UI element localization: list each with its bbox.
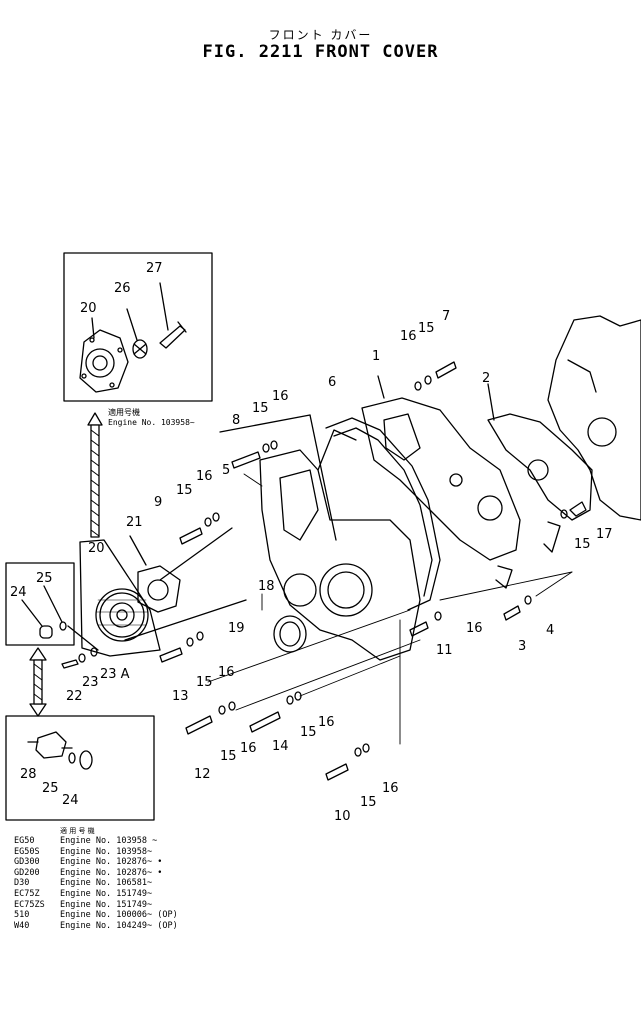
serial-number: Engine No. 102876~ • bbox=[60, 867, 163, 878]
callout-22: 22 bbox=[66, 689, 83, 704]
figure-title: FIG. 2211 FRONT COVER bbox=[202, 42, 439, 62]
callout-6: 6 bbox=[328, 375, 337, 390]
serial-row: EG50 Engine No. 103958 ~ bbox=[14, 836, 178, 847]
callout-18: 18 bbox=[258, 579, 275, 594]
callout-20-a: 20 bbox=[80, 301, 97, 316]
serial-model: W40 bbox=[14, 920, 30, 931]
callout-11: 11 bbox=[436, 643, 453, 658]
gasket bbox=[325, 417, 441, 611]
serial-row: EC75Z Engine No. 151749~ bbox=[14, 889, 178, 900]
callout-16-h: 16 bbox=[466, 621, 483, 636]
callout-15-d: 15 bbox=[196, 675, 213, 690]
serial-table-header: 適 用 号 機 bbox=[60, 827, 95, 835]
callout-14: 14 bbox=[272, 739, 289, 754]
leader-lines bbox=[207, 473, 573, 745]
callout-16-b: 16 bbox=[272, 389, 289, 404]
serial-model: EC75ZS bbox=[14, 899, 45, 910]
serial-row: D30 Engine No. 106581~ bbox=[14, 878, 178, 889]
callout-16-c: 16 bbox=[196, 469, 213, 484]
callout-26: 26 bbox=[114, 281, 131, 296]
callout-3: 3 bbox=[518, 639, 527, 654]
inset-note-label: 適用号機 bbox=[108, 408, 140, 417]
callout-8: 8 bbox=[232, 413, 241, 428]
inset-arrow-top bbox=[87, 412, 103, 538]
callout-24-a: 24 bbox=[10, 585, 27, 600]
callout-1: 1 bbox=[372, 349, 381, 364]
callout-16-a: 16 bbox=[400, 329, 417, 344]
callout-15-b: 15 bbox=[252, 401, 269, 416]
left-inset-box bbox=[5, 562, 75, 646]
callout-15-f: 15 bbox=[300, 725, 317, 740]
serial-number: Engine No. 104249~ (OP) bbox=[60, 920, 178, 931]
serial-model: D30 bbox=[14, 878, 30, 889]
serial-model: 510 bbox=[14, 910, 30, 921]
callout-12: 12 bbox=[194, 767, 211, 782]
callout-4: 4 bbox=[546, 623, 555, 638]
callout-2: 2 bbox=[482, 371, 491, 386]
serial-model: GD300 bbox=[14, 857, 40, 868]
serial-row: GD200 Engine No. 102876~ • bbox=[14, 868, 178, 879]
callout-7: 7 bbox=[442, 309, 451, 324]
serial-number: Engine No. 103958~ bbox=[60, 846, 153, 857]
callout-15-a: 15 bbox=[418, 321, 435, 336]
pump-assembly bbox=[61, 527, 247, 669]
callout-15-h: 15 bbox=[574, 537, 591, 552]
bottom-inset-box bbox=[5, 715, 155, 821]
serial-model: EG50 bbox=[14, 836, 35, 846]
callout-21: 21 bbox=[126, 515, 143, 530]
serial-number: Engine No. 100006~ (OP) bbox=[60, 910, 178, 921]
serial-number: Engine No. 102876~ • bbox=[60, 857, 163, 868]
callout-19: 19 bbox=[228, 621, 245, 636]
callout-16-g: 16 bbox=[382, 781, 399, 796]
callout-24-b: 24 bbox=[62, 793, 79, 808]
callout-13: 13 bbox=[172, 689, 189, 704]
callout-10: 10 bbox=[334, 809, 351, 824]
serial-row: EC75ZS Engine No. 151749~ bbox=[14, 900, 178, 911]
serial-row: GD300 Engine No. 102876~ • bbox=[14, 857, 178, 868]
callout-15-g: 15 bbox=[360, 795, 377, 810]
callout-9: 9 bbox=[154, 495, 163, 510]
callout-28: 28 bbox=[20, 767, 37, 782]
inset-note-text: Engine No. 103958~ bbox=[108, 418, 195, 427]
fasteners bbox=[159, 361, 587, 781]
serial-model: EC75Z bbox=[14, 888, 40, 899]
serial-table: EG50 Engine No. 103958 ~ EG50S Engine No. … bbox=[14, 836, 178, 931]
front-plate bbox=[361, 375, 521, 589]
timing-gear-case bbox=[219, 414, 421, 661]
serial-number: Engine No. 151749~ bbox=[60, 888, 153, 899]
oil-seal bbox=[273, 615, 307, 653]
callout-23a: 23 A bbox=[100, 667, 130, 682]
serial-model: EG50S bbox=[14, 846, 40, 857]
serial-number: Engine No. 106581~ bbox=[60, 878, 153, 889]
callout-17: 17 bbox=[596, 527, 613, 542]
engine-block bbox=[547, 315, 641, 521]
serial-number: Engine No. 151749~ bbox=[60, 899, 153, 910]
callout-27: 27 bbox=[146, 261, 163, 276]
serial-row: W40 Engine No. 104249~ (OP) bbox=[14, 921, 178, 932]
callout-25-b: 25 bbox=[42, 781, 59, 796]
callout-15-c: 15 bbox=[176, 483, 193, 498]
serial-row: EG50S Engine No. 103958~ bbox=[14, 847, 178, 858]
callout-16-f: 16 bbox=[318, 715, 335, 730]
top-inset-box bbox=[63, 252, 213, 402]
rear-plate bbox=[487, 383, 593, 553]
callout-15-e: 15 bbox=[220, 749, 237, 764]
callout-20-b: 20 bbox=[88, 541, 105, 556]
callout-16-d: 16 bbox=[218, 665, 235, 680]
serial-number: Engine No. 103958 ~ bbox=[60, 836, 158, 846]
callout-25-a: 25 bbox=[36, 571, 53, 586]
serial-row: 510 Engine No. 100006~ (OP) bbox=[14, 910, 178, 921]
kana-title: フロント カバー bbox=[268, 28, 373, 42]
callout-5: 5 bbox=[222, 463, 231, 478]
serial-model: GD200 bbox=[14, 867, 40, 878]
callout-16-e: 16 bbox=[240, 741, 257, 756]
callout-23: 23 bbox=[82, 675, 99, 690]
double-arrow bbox=[29, 647, 47, 717]
